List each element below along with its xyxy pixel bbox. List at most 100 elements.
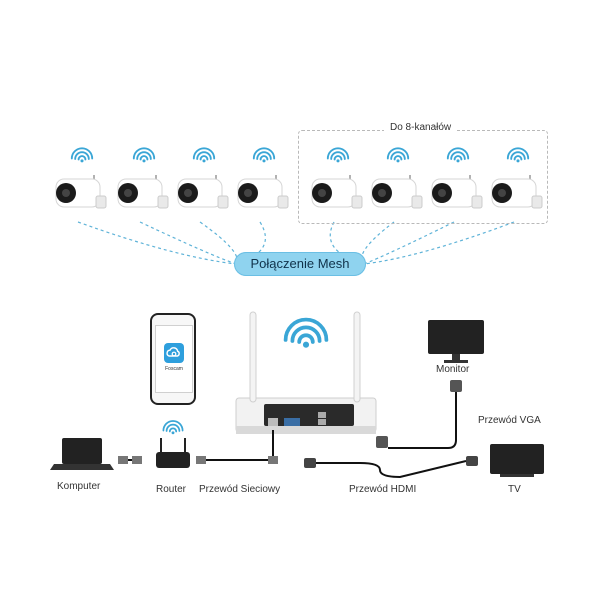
wifi-arc — [386, 147, 410, 160]
laptop-base — [50, 464, 114, 470]
router-wifi-icon — [162, 420, 184, 435]
hdmi-connector-left — [304, 458, 316, 468]
camera-lens — [62, 189, 70, 197]
wifi-arc — [330, 151, 346, 160]
wifi-dot — [171, 431, 175, 435]
camera — [177, 175, 229, 209]
extra-channels-group — [298, 130, 548, 224]
wifi-icon — [192, 147, 216, 163]
camera — [311, 175, 363, 209]
wifi-arc — [510, 151, 526, 160]
mesh-connection-label: Połączenie Mesh — [234, 252, 366, 276]
wifi-dot — [302, 341, 310, 348]
computer-label: Komputer — [57, 481, 101, 492]
camera-lens — [184, 189, 192, 197]
wifi-dot — [396, 159, 400, 163]
camera-mount — [95, 195, 107, 209]
nvr-antenna-left — [249, 311, 257, 403]
tv-screen — [490, 444, 544, 474]
wifi-arc — [453, 155, 463, 161]
lan-connector — [132, 456, 142, 464]
camera-mount — [531, 195, 543, 209]
vga-connector-top — [450, 380, 462, 392]
nvr-wifi-icon — [283, 317, 329, 348]
wifi-arc — [70, 147, 94, 160]
wifi-icon — [386, 147, 410, 163]
wifi-arc — [256, 151, 272, 160]
mesh-link-line — [329, 221, 365, 265]
monitor-stand — [444, 360, 468, 363]
camera — [431, 175, 483, 209]
wifi-arc — [283, 317, 329, 342]
wifi-arc — [192, 147, 216, 160]
wifi-arc — [77, 155, 87, 161]
wifi-arc — [513, 155, 523, 161]
monitor-neck — [452, 354, 460, 360]
wifi-arc — [393, 155, 403, 161]
lan-connector — [118, 456, 128, 464]
wifi-arc — [252, 147, 276, 160]
camera-lens — [318, 189, 326, 197]
hdmi-cable — [316, 460, 467, 479]
router-body — [156, 452, 190, 468]
wifi-arc — [326, 147, 350, 160]
wifi-icon — [70, 147, 94, 163]
wifi-arc — [506, 147, 530, 160]
wifi-dot — [262, 159, 266, 163]
router-antenna — [160, 438, 162, 454]
smartphone: Foscam — [150, 313, 196, 405]
camera — [55, 175, 107, 209]
wifi-arc — [259, 155, 269, 161]
nvr-usb-port — [318, 419, 326, 425]
wifi-arc — [446, 147, 470, 160]
monitor-screen — [428, 320, 484, 354]
mesh-link-line — [363, 221, 455, 265]
wifi-arc — [333, 155, 343, 161]
wifi-arc — [290, 325, 322, 343]
wifi-dot — [80, 159, 84, 163]
camera — [237, 175, 289, 209]
lan-connector — [268, 456, 278, 464]
tv-label: TV — [508, 484, 521, 495]
mesh-link-line — [139, 221, 237, 265]
mesh-link-line — [361, 221, 395, 265]
wifi-icon — [326, 147, 350, 163]
router-antenna — [184, 438, 186, 454]
monitor-label: Monitor — [436, 364, 470, 375]
laptop-screen — [62, 438, 102, 464]
wifi-icon — [506, 147, 530, 163]
hdmi-cable-label: Przewód HDMI — [349, 484, 417, 495]
camera-mount — [411, 195, 423, 209]
camera-lens — [378, 189, 386, 197]
camera-mount — [277, 195, 289, 209]
cloud-icon — [166, 347, 180, 357]
camera-lens — [498, 189, 506, 197]
wifi-arc — [132, 147, 156, 160]
nvr-lan-port — [268, 418, 278, 426]
wifi-arc — [139, 155, 149, 161]
nvr-usb-port — [318, 412, 326, 418]
wifi-arc — [165, 423, 181, 432]
mesh-link-line — [363, 221, 515, 265]
camera — [117, 175, 169, 209]
wifi-arc — [199, 155, 209, 161]
wifi-dot — [142, 159, 146, 163]
camera-lens — [438, 189, 446, 197]
wifi-arc — [450, 151, 466, 160]
camera-lens — [244, 189, 252, 197]
wifi-arc — [74, 151, 90, 160]
nvr-antenna-right — [353, 311, 361, 403]
vga-cable-label: Przewód VGA — [478, 415, 541, 426]
foscam-app-icon — [164, 343, 184, 363]
vga-connector-bottom — [376, 436, 388, 448]
app-label: Foscam — [165, 366, 183, 372]
router-label: Router — [156, 484, 187, 495]
camera-mount — [351, 195, 363, 209]
wifi-dot — [202, 159, 206, 163]
wifi-icon — [132, 147, 156, 163]
lan-connector — [196, 456, 206, 464]
wifi-arc — [390, 151, 406, 160]
camera-mount — [471, 195, 483, 209]
